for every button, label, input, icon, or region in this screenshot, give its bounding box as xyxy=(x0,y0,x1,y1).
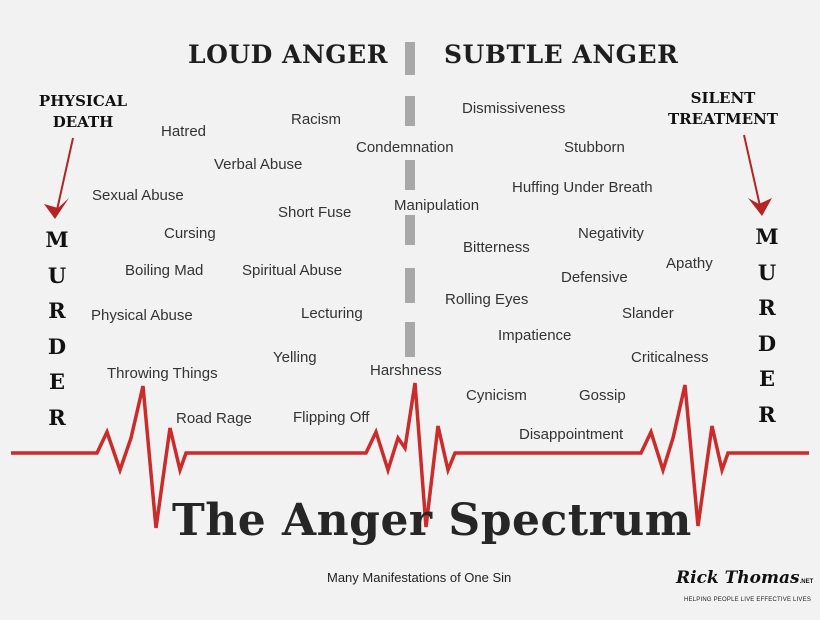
term-criticalness: Criticalness xyxy=(631,349,709,366)
term-road-rage: Road Rage xyxy=(176,410,252,427)
term-disappointment: Disappointment xyxy=(519,426,624,443)
term-cynicism: Cynicism xyxy=(466,387,527,404)
subtitle: Many Manifestations of One Sin xyxy=(327,570,512,585)
left-arrow xyxy=(44,137,74,219)
label-physical-death: PHYSICAL DEATH xyxy=(38,92,128,131)
term-negativity: Negativity xyxy=(578,225,644,242)
logo-suffix: .NET xyxy=(799,579,814,585)
term-racism: Racism xyxy=(291,111,342,128)
murder-right: M U R D E R xyxy=(752,219,782,432)
pulse-line-path xyxy=(11,382,809,529)
main-title: The Anger Spectrum xyxy=(172,495,692,546)
term-stubborn: Stubborn xyxy=(564,139,625,156)
heading-subtle-anger: SUBTLE ANGER xyxy=(444,40,679,69)
murder-letter: R xyxy=(48,298,66,323)
murder-letter: R xyxy=(758,295,776,320)
term-sexual-abuse: Sexual Abuse xyxy=(92,187,184,204)
brand-logo: Rick Thomas.NET xyxy=(676,568,813,588)
term-impatience: Impatience xyxy=(498,327,572,344)
term-apathy: Apathy xyxy=(666,255,713,272)
murder-letter: M xyxy=(45,227,69,252)
logo-name: Rick Thomas xyxy=(676,568,800,588)
term-defensive: Defensive xyxy=(561,269,628,286)
label-silent-treatment: SILENT TREATMENT xyxy=(668,89,778,128)
term-harshness: Harshness xyxy=(370,362,442,379)
term-flipping-off: Flipping Off xyxy=(293,409,370,426)
term-throwing-things: Throwing Things xyxy=(107,365,218,382)
term-manipulation: Manipulation xyxy=(394,197,480,214)
murder-letter: E xyxy=(48,369,65,394)
term-gossip: Gossip xyxy=(579,387,626,404)
term-verbal-abuse: Verbal Abuse xyxy=(214,156,303,173)
murder-letter: U xyxy=(47,262,67,288)
murder-letter: U xyxy=(757,259,777,285)
term-dismissiveness: Dismissiveness xyxy=(462,100,566,117)
heading-loud-anger: LOUD ANGER xyxy=(188,40,388,69)
murder-letter: R xyxy=(758,401,776,427)
term-slander: Slander xyxy=(622,305,674,322)
term-short-fuse: Short Fuse xyxy=(278,204,352,221)
term-cursing: Cursing xyxy=(164,225,216,242)
term-rolling-eyes: Rolling Eyes xyxy=(445,291,529,308)
term-yelling: Yelling xyxy=(273,349,317,366)
term-boiling-mad: Boiling Mad xyxy=(125,262,204,279)
murder-letter: D xyxy=(47,333,67,359)
term-physical-abuse: Physical Abuse xyxy=(91,307,193,324)
term-hatred: Hatred xyxy=(161,123,207,140)
term-huffing-under-breath: Huffing Under Breath xyxy=(512,179,653,196)
murder-letter: E xyxy=(758,366,775,391)
murder-left: M U R D E R xyxy=(42,222,72,435)
murder-letter: M xyxy=(755,224,779,249)
term-condemnation: Condemnation xyxy=(356,139,454,156)
term-spiritual-abuse: Spiritual Abuse xyxy=(242,262,343,279)
murder-letter: D xyxy=(757,330,777,356)
logo-tagline: HELPING PEOPLE LIVE EFFECTIVE LIVES xyxy=(684,597,812,603)
term-bitterness: Bitterness xyxy=(463,239,530,256)
murder-letter: R xyxy=(48,404,66,430)
right-arrow xyxy=(743,134,772,216)
term-lecturing: Lecturing xyxy=(301,305,363,322)
